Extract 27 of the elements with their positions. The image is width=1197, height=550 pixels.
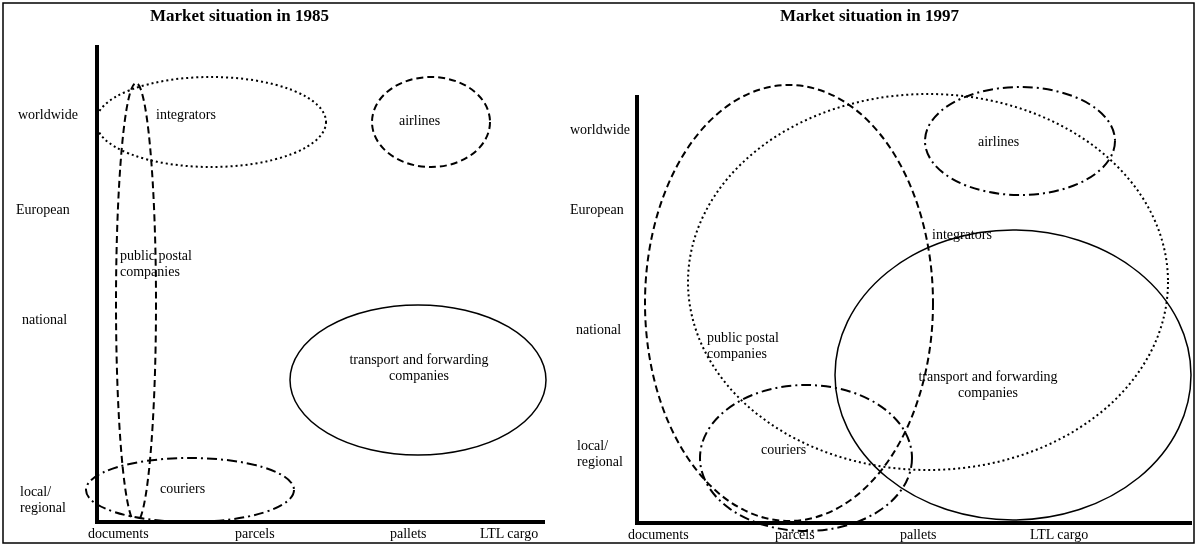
axis-label: parcels [235,526,276,542]
axis-label: worldwide [570,122,631,138]
segment-label: airlines [978,134,1021,150]
axis-label: national [576,322,623,338]
axis-label: LTL cargo [480,526,540,542]
segment-label: public postal companies [120,248,193,280]
axis-label: documents [88,526,150,542]
segment-label: couriers [160,481,207,497]
axis-label: documents [628,527,690,543]
panel-title: Market situation in 1997 [780,8,960,24]
panel-title: Market situation in 1985 [150,8,330,24]
axis-label: local/ regional [20,484,67,516]
axis-label: national [22,312,69,328]
segment-label: public postal companies [707,330,780,362]
segment-label: couriers [761,442,808,458]
axis-label: European [16,202,71,218]
axis-label: pallets [900,527,938,543]
segment-label: integrators [156,107,217,123]
axis-label: parcels [775,527,816,543]
axis-label: LTL cargo [1030,527,1090,543]
axis-label: worldwide [18,107,79,123]
segment-label: transport and forwarding companies [917,369,1059,401]
axis-label: local/ regional [577,438,624,470]
segment-label: transport and forwarding companies [348,352,490,384]
segment-label: airlines [399,113,442,129]
axis-label: European [570,202,625,218]
axis-label: pallets [390,526,428,542]
